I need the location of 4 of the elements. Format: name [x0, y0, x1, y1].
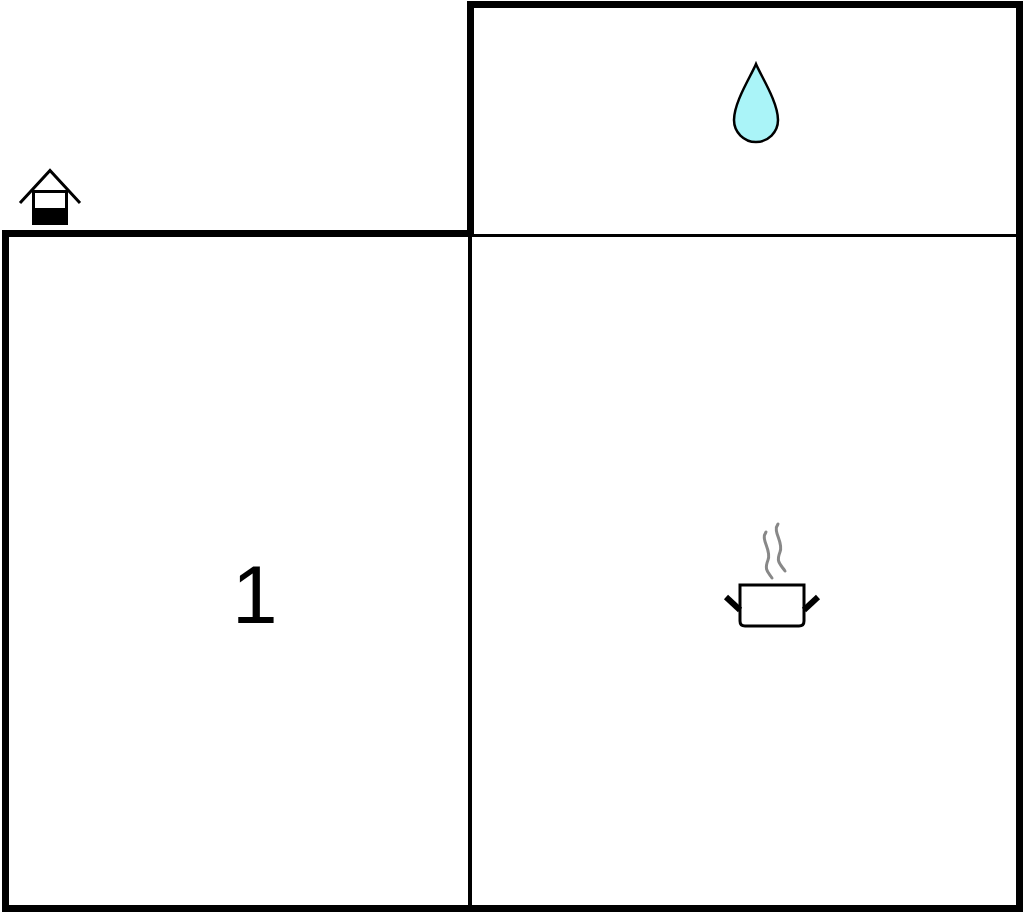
room	[472, 237, 1023, 912]
room	[467, 1, 1023, 237]
room-number: 1	[232, 554, 278, 636]
room	[2, 230, 472, 912]
